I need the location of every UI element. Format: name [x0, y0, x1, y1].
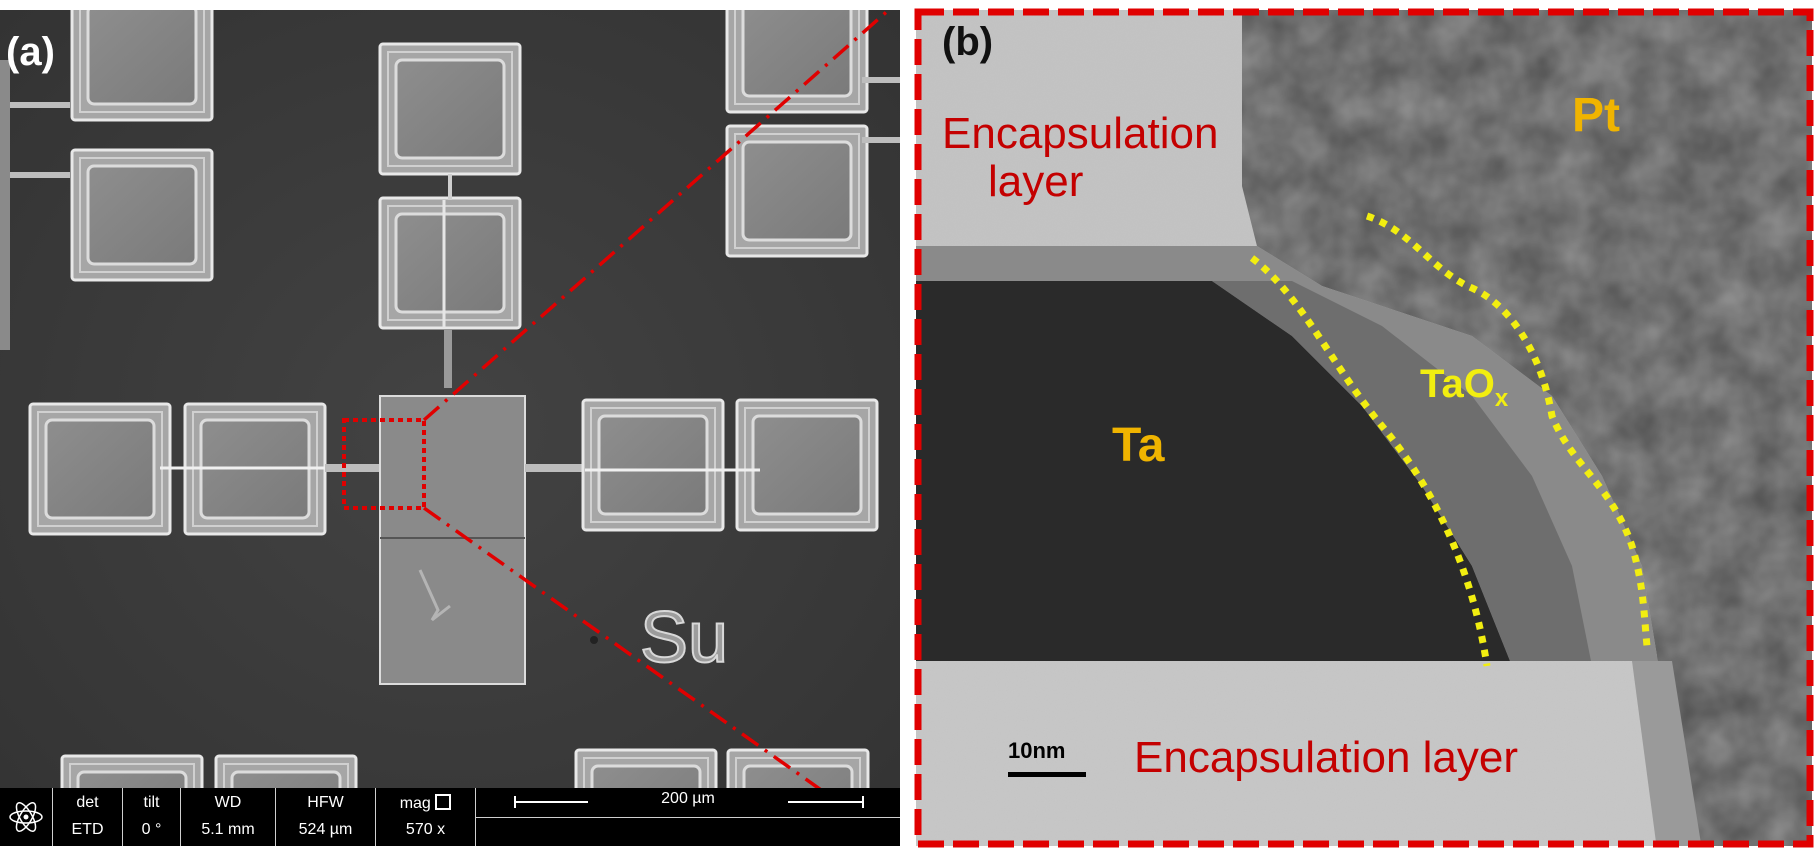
tem-scale-label: 10nm — [1008, 738, 1066, 763]
encapsulation-bottom-label: Encapsulation layer — [1134, 733, 1519, 782]
hfw-value: 524 µm — [298, 821, 353, 838]
tilt-value: 0 ° — [141, 821, 162, 838]
info-mag: mag 570 x — [375, 788, 475, 846]
info-hfw: HFW 524 µm — [275, 788, 375, 846]
det-value: ETD — [71, 821, 104, 838]
taox-sub: x — [1494, 385, 1509, 412]
ta-taox-boundary — [1249, 255, 1491, 667]
chip-marking-su: Su — [640, 598, 728, 678]
wd-key: WD — [214, 794, 242, 811]
mag-key: mag — [376, 794, 475, 813]
mag-value: 570 x — [405, 821, 446, 838]
panel-b-label: (b) — [942, 20, 994, 64]
wd-value: 5.1 mm — [201, 821, 255, 838]
sem-scale-label: 200 µm — [588, 790, 788, 808]
zoom-line-top — [422, 10, 892, 422]
sem-device-array: Su — [0, 10, 900, 846]
encapsulation-top-label: Encapsulation layer — [942, 110, 1218, 206]
encapsulation-top-line2: layer — [988, 157, 1084, 206]
pt-label: Pt — [1572, 89, 1620, 142]
zoom-frame — [914, 8, 1814, 848]
tem-scale-bar — [1008, 772, 1086, 777]
info-tilt: tilt 0 ° — [122, 788, 180, 846]
ta-label: Ta — [1112, 419, 1165, 472]
mag-key-text: mag — [399, 795, 431, 812]
info-det: det ETD — [52, 788, 122, 846]
sem-info-bar: det ETD tilt 0 ° WD 5.1 mm HFW 524 µm ma… — [0, 788, 900, 846]
taox-label: TaOx — [1420, 362, 1508, 413]
taox-pt-boundary — [1365, 212, 1651, 647]
fei-logo-icon — [0, 788, 52, 846]
encapsulation-top-line1: Encapsulation — [942, 109, 1219, 158]
det-key: det — [76, 794, 99, 811]
panel-a-label: (a) — [6, 30, 55, 74]
mag-box-icon — [435, 794, 452, 810]
info-scale: 200 µm — [475, 788, 900, 846]
info-wd: WD 5.1 mm — [180, 788, 275, 846]
sem-image-panel: Su (a) det ETD tilt 0 ° — [0, 10, 900, 846]
tem-cross-section — [914, 8, 1814, 848]
tilt-key: tilt — [143, 794, 160, 811]
hfw-key: HFW — [307, 794, 344, 811]
zoom-region-box — [342, 418, 426, 510]
tem-image-panel: (b) Encapsulation layer Pt Ta TaOx Encap… — [912, 6, 1816, 850]
taox-main: TaO — [1420, 362, 1495, 406]
